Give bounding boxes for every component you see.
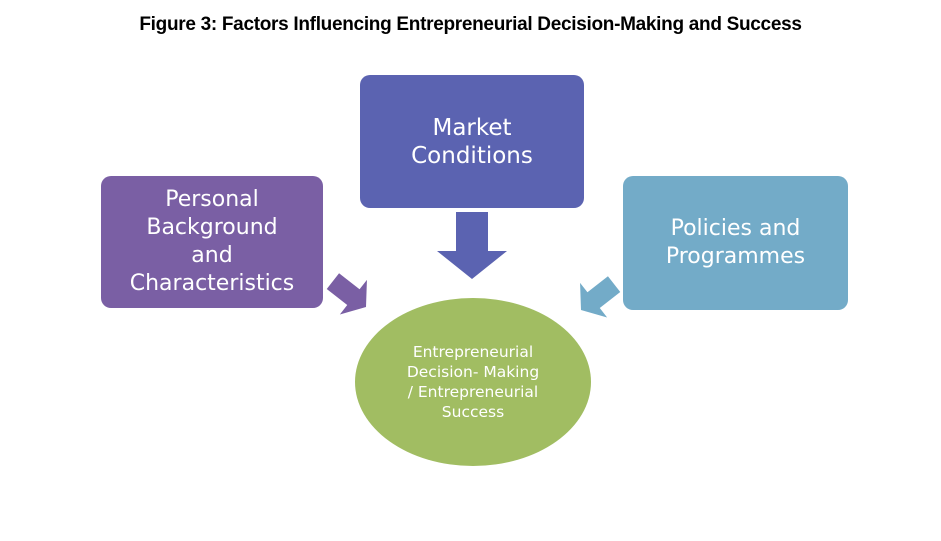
personal-background-label: Personal Background and Characteristics: [129, 187, 295, 296]
market-conditions-box: Market Conditions: [360, 75, 584, 208]
policies-programmes-box: Policies and Programmes: [623, 176, 848, 310]
figure-title: Figure 3: Factors Influencing Entreprene…: [139, 14, 802, 35]
arrow-personal-to-center: [326, 273, 367, 315]
entrepreneurial-success-circle: Entrepreneurial Decision- Making / Entre…: [355, 298, 591, 466]
arrow-market-to-center: [437, 212, 507, 279]
policies-programmes-label: Policies and Programmes: [665, 216, 806, 269]
market-conditions-label: Market Conditions: [411, 114, 533, 169]
entrepreneurial-success-label: Entrepreneurial Decision- Making / Entre…: [406, 343, 540, 421]
personal-background-box: Personal Background and Characteristics: [101, 176, 323, 308]
arrow-policies-to-center: [580, 276, 621, 318]
